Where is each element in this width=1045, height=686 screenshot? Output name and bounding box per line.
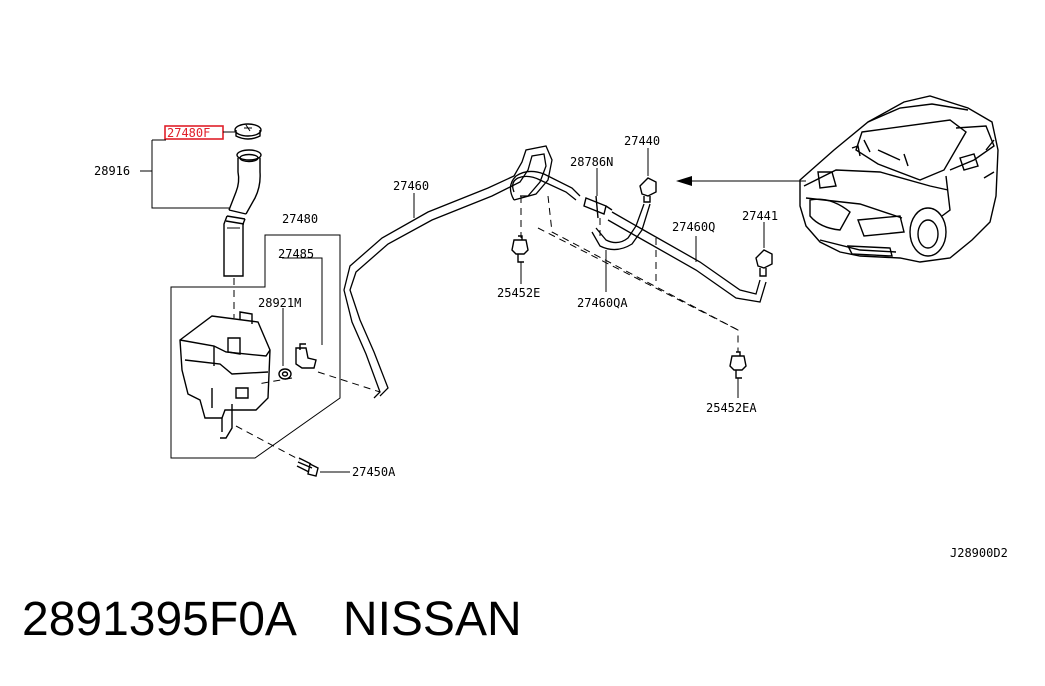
clip-25452EA <box>729 351 747 379</box>
label-27450A: 27450A <box>352 465 396 479</box>
vehicle-illustration <box>799 95 999 263</box>
filler-neck <box>223 149 262 277</box>
label-27485: 27485 <box>278 247 314 261</box>
clip-25452E <box>511 235 529 263</box>
grommet <box>278 368 292 380</box>
label-28786N: 28786N <box>570 155 613 169</box>
label-27460: 27460 <box>393 179 429 193</box>
washer-tank <box>179 311 271 439</box>
brand-name: NISSAN <box>342 593 522 646</box>
hose-27460QA <box>591 203 651 251</box>
part-number: 2891395F0A <box>22 593 297 646</box>
label-27480F: 27480F <box>167 126 210 140</box>
label-25452E: 25452E <box>497 286 540 300</box>
diagram-code: J28900D2 <box>950 546 1008 560</box>
connector-28786N <box>583 195 613 219</box>
label-27441: 27441 <box>742 209 778 223</box>
bolt-27450A <box>296 457 319 477</box>
hose-27460Q <box>607 211 767 303</box>
washer-pump-motor <box>295 343 317 369</box>
label-27460QA: 27460QA <box>577 296 628 310</box>
tank-group-outline <box>170 234 341 459</box>
nozzle-27440 <box>639 177 657 203</box>
nozzle-27441 <box>755 249 773 277</box>
label-28921M: 28921M <box>258 296 301 310</box>
footer-caption: 2891395F0A NISSAN <box>22 596 522 644</box>
label-27440: 27440 <box>624 134 660 148</box>
label-25452EA: 25452EA <box>706 401 757 415</box>
label-27460Q: 27460Q <box>672 220 715 234</box>
label-28916: 28916 <box>94 164 130 178</box>
label-27480: 27480 <box>282 212 318 226</box>
filler-cap <box>234 123 262 140</box>
arrow-head <box>676 176 692 186</box>
hose-27460 <box>343 145 581 399</box>
